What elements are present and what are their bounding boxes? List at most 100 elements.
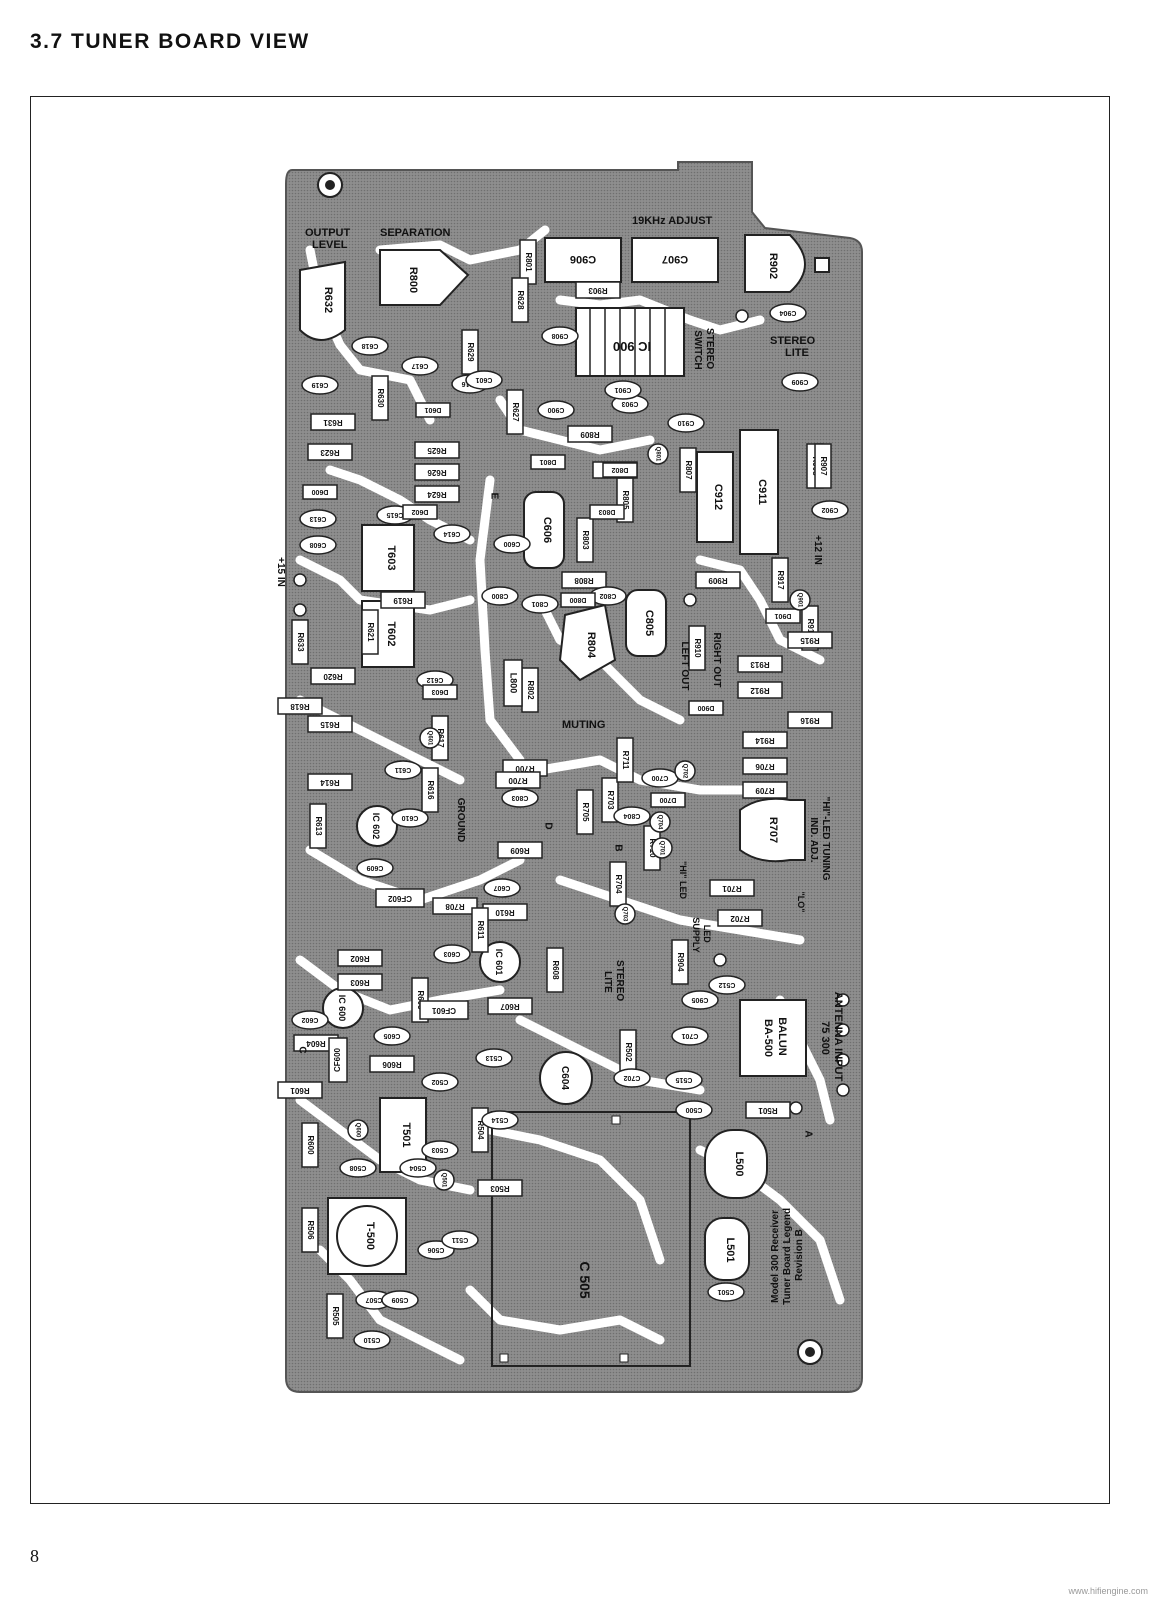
diode (530, 454, 566, 470)
test-point-label: A (802, 1130, 813, 1137)
pad (836, 1023, 850, 1037)
resistor-label: R614 (320, 778, 340, 787)
resistor-label: R701 (722, 884, 742, 893)
resistor (301, 1207, 319, 1253)
resistor (576, 789, 594, 835)
transistor (649, 811, 671, 833)
resistor (310, 667, 356, 685)
resistor-label: R809 (580, 430, 600, 439)
c604-label: C604 (559, 1066, 570, 1090)
resistor (477, 1179, 523, 1197)
capacitor (433, 524, 471, 544)
capacitor (351, 336, 389, 356)
resistor-label: R808 (574, 576, 594, 585)
ic602-label: IC 602 (371, 813, 381, 840)
balun-model: BA-500 (762, 1019, 774, 1057)
capacitor-label: C700 (652, 774, 669, 781)
resistor (337, 973, 383, 991)
t603-label: T603 (385, 545, 397, 570)
capacitor (433, 944, 471, 964)
resistor (307, 773, 353, 791)
capacitor (769, 303, 807, 323)
capacitor-label: C910 (678, 419, 695, 426)
capacitor (401, 356, 439, 376)
transistor (347, 1119, 369, 1141)
filter-label: CF602 (387, 894, 412, 903)
capacitor (541, 326, 579, 346)
resistor-label: R624 (427, 490, 447, 499)
resistor (575, 281, 621, 299)
resistor (291, 619, 309, 665)
capacitor (613, 806, 651, 826)
transformer-t500: T-500 (327, 1197, 407, 1275)
stereo-lite-mid-label: STEREO LITE (602, 960, 625, 1004)
resistor (277, 697, 323, 715)
resistor (421, 767, 439, 813)
capacitor-label: C617 (412, 362, 429, 369)
resistor (414, 485, 460, 503)
transistor-label: Q601 (426, 731, 432, 746)
resistor-label: R912 (750, 686, 770, 695)
resistor (432, 897, 478, 915)
test-point-label: D (542, 822, 553, 829)
l500-label: L500 (733, 1151, 745, 1176)
capacitor-label: C701 (682, 1032, 699, 1039)
capacitor-label: C802 (600, 592, 617, 599)
resistor (511, 277, 529, 323)
capacitor-label: C610 (402, 814, 419, 821)
diode (650, 792, 686, 808)
capacitor-label: C609 (367, 864, 384, 871)
resistor (361, 609, 379, 655)
cap-c912: C912 (696, 451, 734, 543)
resistor-label: R606 (382, 1060, 402, 1069)
capacitor (675, 1100, 713, 1120)
balun-label: BALUN (776, 1017, 788, 1056)
capacitor-label: C614 (444, 530, 461, 537)
diode-label: D900 (698, 704, 715, 711)
left-out-label: LEFT OUT (679, 642, 690, 691)
diode-label: D600 (312, 488, 329, 495)
ic601: IC 601 (479, 941, 521, 983)
capacitor-label: C611 (395, 766, 411, 773)
lo-label: "LO" (796, 891, 806, 912)
c911-label: C911 (756, 479, 768, 505)
pad (683, 593, 697, 607)
capacitor (481, 1110, 519, 1130)
capacitor (391, 808, 429, 828)
t500-label: T-500 (364, 1222, 376, 1250)
capacitor-label: C903 (622, 400, 639, 407)
diode (415, 402, 451, 418)
resistor (380, 591, 426, 609)
resistor (369, 1055, 415, 1073)
c606-label: C606 (541, 517, 553, 543)
pot-r707-label: R707 (767, 817, 779, 843)
capacitor (441, 1230, 479, 1250)
diode-label: D803 (599, 508, 616, 515)
c505-label: C 505 (577, 1261, 593, 1299)
watermark: www.hifiengine.com (1068, 1586, 1148, 1596)
pad (293, 573, 307, 587)
diode-label: D800 (570, 596, 587, 603)
diode (602, 462, 638, 478)
capacitor-label: C904 (780, 309, 797, 316)
pad (713, 953, 727, 967)
pot-r804-label: R804 (585, 632, 597, 659)
resistor-label: R625 (427, 446, 447, 455)
resistor-label: R503 (490, 1184, 510, 1193)
capacitor (681, 990, 719, 1010)
capacitor (299, 509, 337, 529)
capacitor-label: C615 (387, 511, 404, 518)
cap-c805: C805 (625, 589, 667, 657)
resistor-label: R913 (750, 660, 770, 669)
stereo-lite-top-label: STEREO LITE (770, 335, 818, 359)
capacitor (381, 1290, 419, 1310)
resistor-label: R602 (350, 954, 370, 963)
c912-label: C912 (712, 484, 724, 510)
antenna-input-label: ANTENNA INPUT 75 300 (819, 992, 844, 1085)
resistor (737, 681, 783, 699)
capacitor (384, 760, 422, 780)
resistor-label: R702 (730, 914, 750, 923)
pad (836, 993, 850, 1007)
resistor-label: R910 (693, 638, 702, 658)
resistor (326, 1293, 344, 1339)
